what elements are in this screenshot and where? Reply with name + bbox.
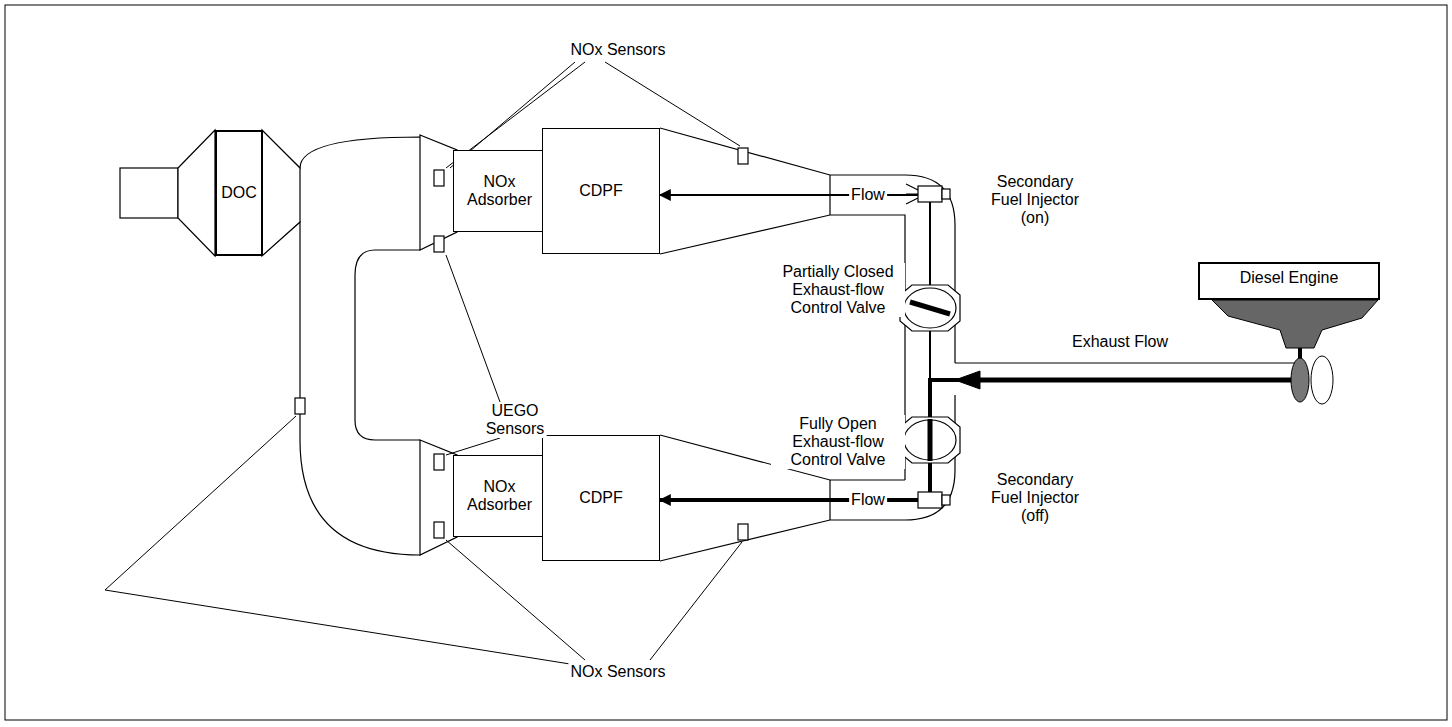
exhaust-pipe [955, 362, 1300, 363]
exhaust-pipe [955, 371, 980, 389]
frame [5, 5, 1447, 720]
sensor [295, 148, 748, 540]
component-box: DOC [215, 130, 263, 256]
tailpipe [120, 130, 300, 256]
annotation-label: Fully Open Exhaust-flow Control Valve [771, 415, 905, 469]
sensor [434, 522, 444, 538]
sensor [434, 170, 444, 186]
inlet-cone [829, 175, 830, 215]
fuel-injector [906, 184, 950, 508]
component-label: NOx Adsorber [454, 478, 545, 514]
sensor [434, 236, 444, 252]
component-box: CDPF [542, 435, 660, 561]
annotation-label: Exhaust Flow [1070, 333, 1170, 351]
fuel-injector [942, 495, 950, 505]
control-valve [900, 417, 960, 463]
adsorber-flare [420, 135, 457, 555]
pipe-inner-wall [355, 250, 420, 440]
component-label: Diesel Engine [1240, 269, 1339, 287]
tailpipe [262, 130, 300, 256]
inlet-cone [660, 128, 955, 561]
engine-manifold [1212, 300, 1378, 404]
component-label: DOC [221, 184, 257, 202]
adsorber-flare [420, 440, 457, 555]
annotation-label: Secondary Fuel Injector (off) [978, 471, 1092, 525]
engine-manifold [1212, 300, 1378, 348]
control-valve [900, 285, 960, 331]
exhaust-pipe [976, 378, 1296, 383]
leader-line [105, 62, 742, 664]
fuel-injector [942, 189, 950, 199]
engine-box: Diesel Engine [1198, 262, 1380, 300]
annotation-label: Secondary Fuel Injector (on) [978, 173, 1092, 227]
annotation-label: Partially Closed Exhaust-flow Control Va… [771, 263, 905, 317]
component-label: CDPF [579, 489, 623, 507]
fuel-injector [906, 184, 918, 204]
flow-label: Flow [849, 491, 887, 509]
engine-manifold [1291, 358, 1309, 402]
control-valve [900, 285, 960, 463]
inlet-cone [660, 215, 905, 480]
component-box: NOx Adsorber [453, 455, 546, 537]
sensor [434, 454, 444, 470]
control-valve [904, 288, 956, 328]
sensor [295, 398, 305, 414]
component-box: NOx Adsorber [453, 150, 546, 232]
fuel-injector [918, 186, 942, 202]
annotation-label: NOx Sensors [568, 41, 667, 59]
control-valve [904, 420, 956, 460]
leader-line [105, 416, 742, 664]
annotation-label: UEGO Sensors [484, 402, 547, 438]
control-valve [928, 419, 933, 461]
flow-arrow [660, 300, 1300, 500]
inlet-cone [829, 480, 830, 520]
fuel-injector [918, 492, 942, 508]
engine-manifold [1311, 356, 1333, 404]
exhaust-pipe [955, 363, 1300, 389]
component-box: CDPF [542, 128, 660, 254]
tailpipe [178, 130, 215, 256]
adsorber-flare [420, 135, 457, 250]
tailpipe [120, 168, 178, 218]
component-label: CDPF [579, 182, 623, 200]
annotation-label: NOx Sensors [568, 663, 667, 681]
component-label: NOx Adsorber [454, 173, 545, 209]
sensor [738, 148, 748, 164]
flow-label: Flow [849, 186, 887, 204]
control-valve [910, 302, 950, 314]
sensor [738, 524, 748, 540]
pipe-inner-wall [355, 250, 420, 440]
